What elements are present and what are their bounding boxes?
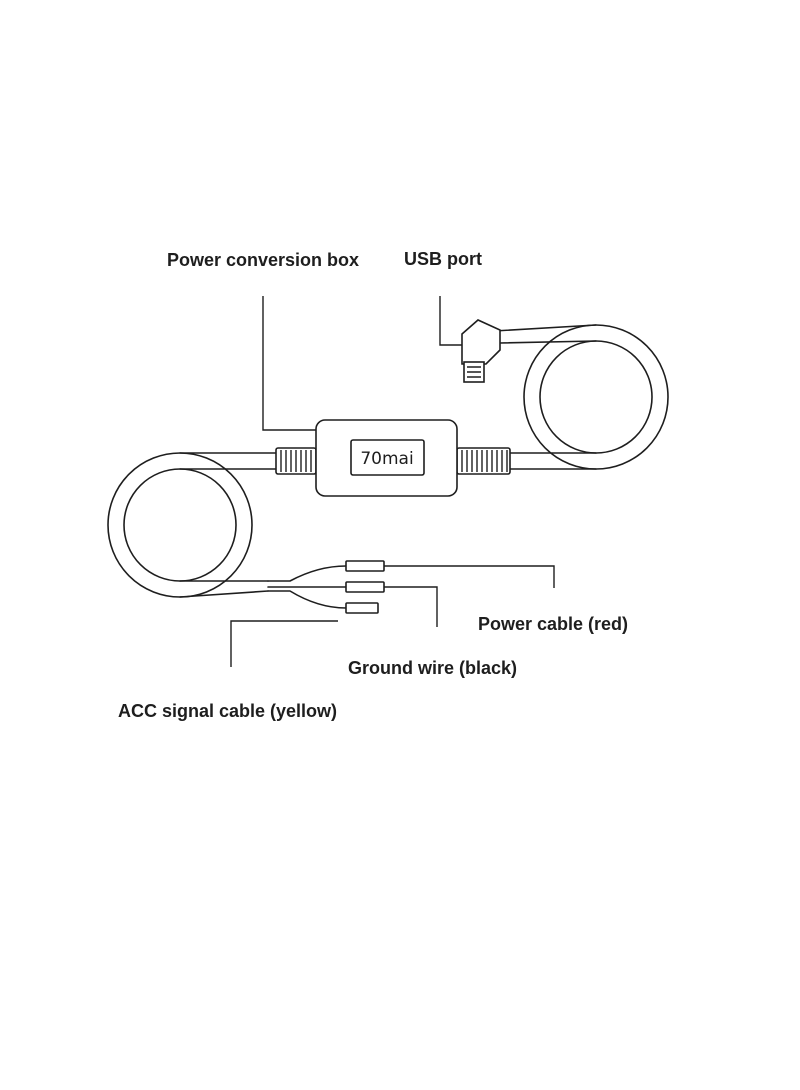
ground-wire-label: Ground wire (black) <box>348 658 517 678</box>
acc-cable-terminal <box>345 602 379 614</box>
usb-connector <box>461 319 501 383</box>
leader-acc-cable <box>230 620 338 667</box>
right-cable-coil <box>493 324 669 470</box>
power-cable-label: Power cable (red) <box>478 614 628 634</box>
power-conversion-box-label: Power conversion box <box>167 250 359 270</box>
ground-wire-terminal <box>345 581 385 593</box>
wire-split <box>267 565 347 609</box>
usb-port-label: USB port <box>404 249 482 269</box>
power-conversion-box: 70mai <box>315 419 458 497</box>
left-cable-coil <box>107 452 277 598</box>
leader-power-cable <box>384 565 555 588</box>
acc-signal-cable-label: ACC signal cable (yellow) <box>118 701 337 721</box>
power-cable-terminal <box>345 560 385 572</box>
brand-logo-text: 70mai <box>360 449 413 469</box>
leader-power-box <box>262 296 316 431</box>
leader-ground-wire <box>384 586 438 627</box>
left-strain-relief <box>275 447 317 475</box>
right-strain-relief <box>456 447 511 475</box>
leader-usb-port <box>439 296 462 346</box>
